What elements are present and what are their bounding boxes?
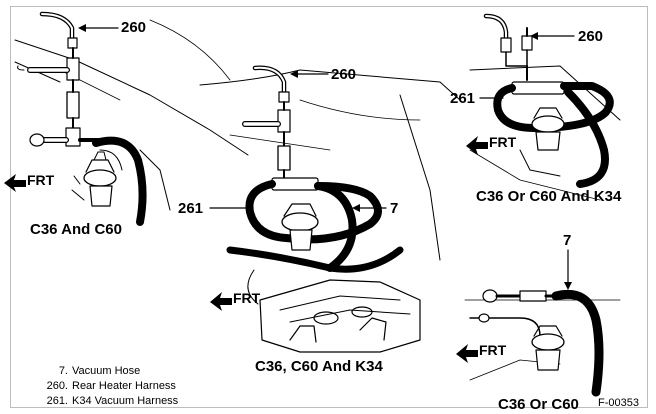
- callout-261-panel2: 261: [178, 200, 204, 217]
- caption-panel4: C36 Or C60: [498, 396, 579, 413]
- callout-arrowheads: [78, 24, 572, 290]
- frt-label-panel2: FRT: [233, 290, 261, 306]
- frt-label-panel4: FRT: [479, 342, 507, 358]
- frt-label-panel3: FRT: [489, 134, 517, 150]
- callout-7-panel4: 7: [563, 232, 572, 249]
- caption-panel3: C36 Or C60 And K34: [476, 188, 622, 205]
- panel1-drawing: [14, 11, 249, 226]
- front-direction-arrows: [4, 136, 488, 363]
- panel3-drawing: [469, 13, 621, 201]
- legend-item: 261. K34 Vacuum Harness: [40, 394, 179, 409]
- frt-arrow-icon: [466, 136, 488, 155]
- legend-key: 260.: [46, 380, 68, 392]
- frt-arrow-icon: [456, 344, 478, 363]
- callout-260-panel1: 260: [121, 19, 147, 36]
- caption-panel2: C36, C60 And K34: [255, 358, 383, 375]
- caption-panel1: C36 And C60: [30, 221, 122, 238]
- legend-item: 260. Rear Heater Harness: [40, 379, 178, 394]
- panel4-drawing: [464, 289, 621, 397]
- panel2-drawing: [199, 65, 461, 353]
- legend-text: Rear Heater Harness: [72, 380, 176, 392]
- legend-item: 7. Vacuum Hose: [40, 364, 178, 379]
- callout-260-panel3: 260: [578, 28, 604, 45]
- callout-7-panel2: 7: [390, 200, 399, 217]
- callout-leaders: [79, 27, 575, 287]
- frt-arrow-icon: [4, 174, 26, 192]
- legend-key: 261.: [46, 395, 68, 407]
- figure-id: F-00353: [598, 397, 639, 409]
- legend-text: Vacuum Hose: [72, 365, 141, 377]
- callout-260-panel2: 260: [331, 66, 357, 83]
- legend: 7. Vacuum Hose 260. Rear Heater Harness …: [40, 364, 179, 409]
- callout-261-panel3: 261: [450, 90, 476, 107]
- legend-key: 7.: [58, 365, 68, 377]
- frt-label-panel1: FRT: [27, 172, 55, 188]
- legend-text: K34 Vacuum Harness: [72, 395, 179, 407]
- frt-arrow-icon: [210, 292, 232, 311]
